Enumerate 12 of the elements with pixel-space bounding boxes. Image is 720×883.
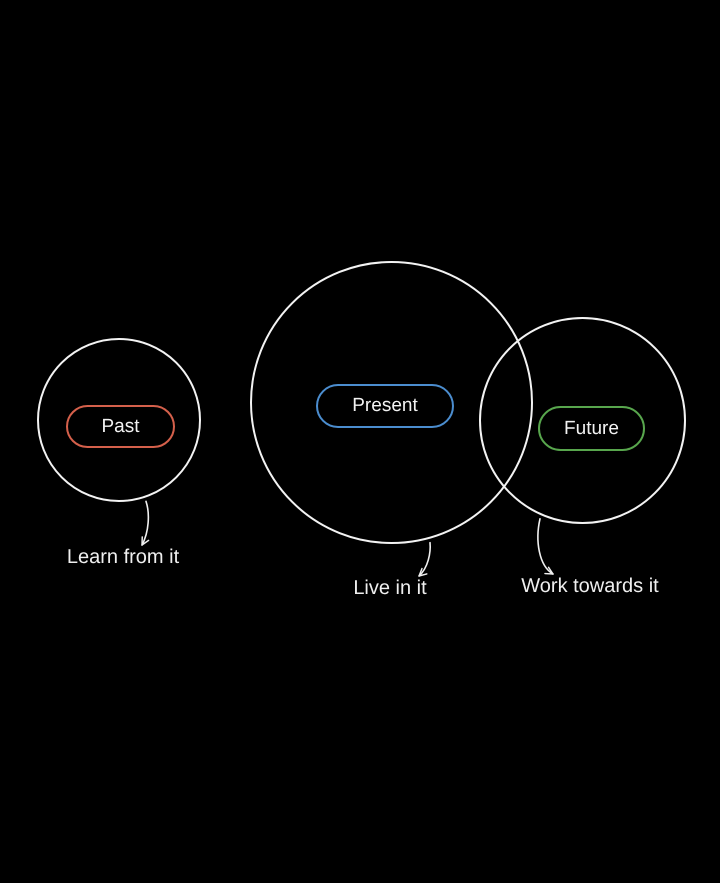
circle-outline [479,317,686,524]
pill-label: Past [66,405,175,448]
circle-outline [250,261,533,544]
caption-text: Live in it [353,576,427,600]
pill-label: Present [316,384,454,428]
caption-text: Learn from it [66,545,180,569]
curved-arrow [141,500,150,546]
curved-arrow [418,542,431,577]
caption-text: Work towards it [521,574,659,598]
circle-outline [37,338,201,502]
curved-arrow [537,518,554,575]
pill-label: Future [538,406,645,451]
